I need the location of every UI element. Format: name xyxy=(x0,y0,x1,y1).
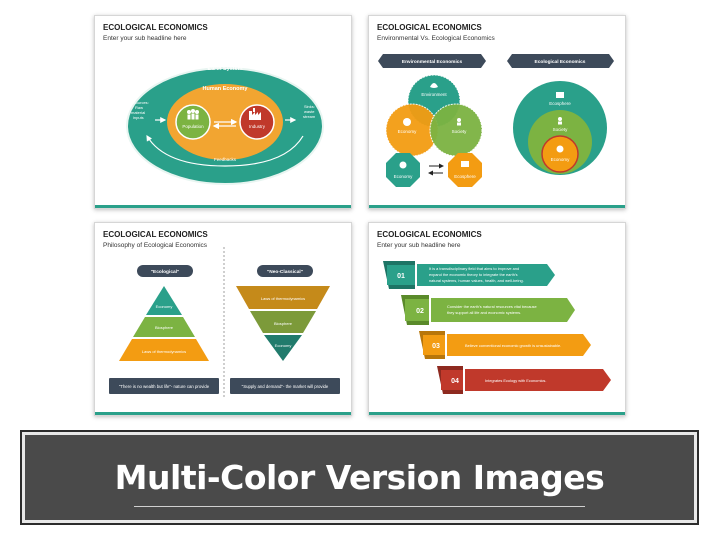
neo-classical-quote: "Supply and demand"- the market will pro… xyxy=(242,384,329,389)
population-label: Population xyxy=(182,124,204,129)
earth-system-diagram: Earth System Human Economy Population In… xyxy=(126,66,324,185)
slide-title: ECOLOGICAL ECONOMICS xyxy=(377,230,482,239)
slide-subtitle: Enter your sub headline here xyxy=(377,242,461,249)
industry-label: Industry xyxy=(249,124,266,129)
environment-label: Environment xyxy=(421,92,447,97)
neo-classical-quote-box xyxy=(230,378,340,394)
pyramid-economy-label: Economy xyxy=(156,304,173,309)
economy-label-3: Economy xyxy=(551,157,571,162)
environmental-economics-header xyxy=(378,54,486,68)
economy-octagon xyxy=(386,153,420,187)
ecosphere-label: Ecosphere xyxy=(454,174,476,179)
inverted-economy-label: Economy xyxy=(275,343,292,348)
economy-label: Economy xyxy=(398,129,418,134)
ecosphere-octagon xyxy=(448,153,482,187)
list-item-1-number: 01 xyxy=(397,273,405,280)
slide-subtitle: Philosophy of Ecological Economics xyxy=(103,242,208,249)
inverted-bottom xyxy=(264,335,302,361)
neo-classical-header xyxy=(257,265,313,277)
inverted-biosphere-label: Biosphere xyxy=(274,321,293,326)
pyramid-middle xyxy=(133,317,195,337)
ecological-economics-header xyxy=(507,54,614,68)
slide-title: ECOLOGICAL ECONOMICS xyxy=(377,23,482,32)
list-item-4-number: 04 xyxy=(451,378,459,385)
environmental-economics-label: Environmental Economics xyxy=(402,59,463,65)
list-item-3-text: Believe conventional economic growth is … xyxy=(465,343,561,348)
list-item-4-text: Integrates Ecology with Economics. xyxy=(485,378,546,383)
society-label-2: Society xyxy=(553,127,569,132)
building-icon xyxy=(461,161,469,167)
neo-classical-header-label: "Neo-Classical" xyxy=(267,269,303,275)
list-item-2-number: 02 xyxy=(416,308,424,315)
banner: Multi-Color Version Images xyxy=(20,430,699,525)
numbered-list-diagram: 01 It is a transdisciplinary field that … xyxy=(383,261,611,394)
banner-title: Multi-Color Version Images xyxy=(114,458,605,497)
list-item-2-arrow xyxy=(431,298,575,322)
human-economy-label: Human Economy xyxy=(203,86,249,92)
industry-circle xyxy=(239,104,275,140)
factory-icon xyxy=(249,108,261,120)
list-item-1-text: It is a transdisciplinary field that aim… xyxy=(429,266,524,283)
earth-system-label: Earth System xyxy=(207,66,242,72)
slide-thumbnail-4[interactable]: ECOLOGICAL ECONOMICS Enter your sub head… xyxy=(368,222,626,416)
slide-title: ECOLOGICAL ECONOMICS xyxy=(103,23,208,32)
people-icon xyxy=(558,117,562,125)
slide-thumbnail-1[interactable]: ECOLOGICAL ECONOMICS Enter your sub head… xyxy=(94,15,352,209)
feedbacks-label: Feedbacks xyxy=(214,157,237,162)
inverted-top xyxy=(236,286,330,309)
ecosphere-label-2: Ecosphere xyxy=(549,101,571,106)
pyramid-laws-label: Laws of thermodynamics xyxy=(142,349,186,354)
society-label: Society xyxy=(452,129,468,134)
economy-label-2: Economy xyxy=(394,174,414,179)
people-icon xyxy=(457,118,461,126)
list-item-2-text: Consider the earth's natural resources v… xyxy=(447,304,538,315)
money-bag-icon xyxy=(556,145,564,153)
slide-title: ECOLOGICAL ECONOMICS xyxy=(103,230,208,239)
slide-thumbnail-3[interactable]: ECOLOGICAL ECONOMICS Philosophy of Ecolo… xyxy=(94,222,352,416)
list-item-1-arrow xyxy=(417,264,555,286)
pyramid-top xyxy=(146,286,182,315)
list-item-3-arrow xyxy=(447,334,591,356)
inverted-middle xyxy=(250,311,316,333)
list-item-4-arrow xyxy=(465,369,611,391)
money-bag-icon xyxy=(403,118,411,126)
population-circle xyxy=(175,104,211,140)
slide-thumbnail-2[interactable]: ECOLOGICAL ECONOMICS Environmental Vs. E… xyxy=(368,15,626,209)
slide-subtitle: Environmental Vs. Ecological Economics xyxy=(377,35,495,42)
leaf-icon xyxy=(430,83,438,88)
pyramid-base xyxy=(119,339,209,361)
inverted-laws-label: Laws of thermodynamics xyxy=(261,296,305,301)
population-icon xyxy=(187,109,199,120)
banner-divider xyxy=(134,506,585,507)
money-bag-icon xyxy=(399,161,407,169)
slide-subtitle: Enter your sub headline here xyxy=(103,35,187,42)
ecological-quote-box xyxy=(109,378,219,394)
ecological-economics-label: Ecological Economics xyxy=(535,59,586,65)
building-icon xyxy=(556,92,564,98)
ecological-header-label: "Ecological" xyxy=(151,269,180,275)
philosophy-diagram: "Ecological" "Neo-Classical" Economy Bio… xyxy=(109,247,340,398)
list-item-3-number: 03 xyxy=(432,343,440,350)
economy-nested-circle xyxy=(541,135,579,173)
ecological-header xyxy=(137,265,193,277)
pyramid-biosphere-label: Biosphere xyxy=(155,325,174,330)
environmental-vs-ecological-diagram: Environmental Economics Ecological Econo… xyxy=(378,54,614,187)
ecological-quote: "There is no wealth but life"- nature ca… xyxy=(119,384,210,389)
